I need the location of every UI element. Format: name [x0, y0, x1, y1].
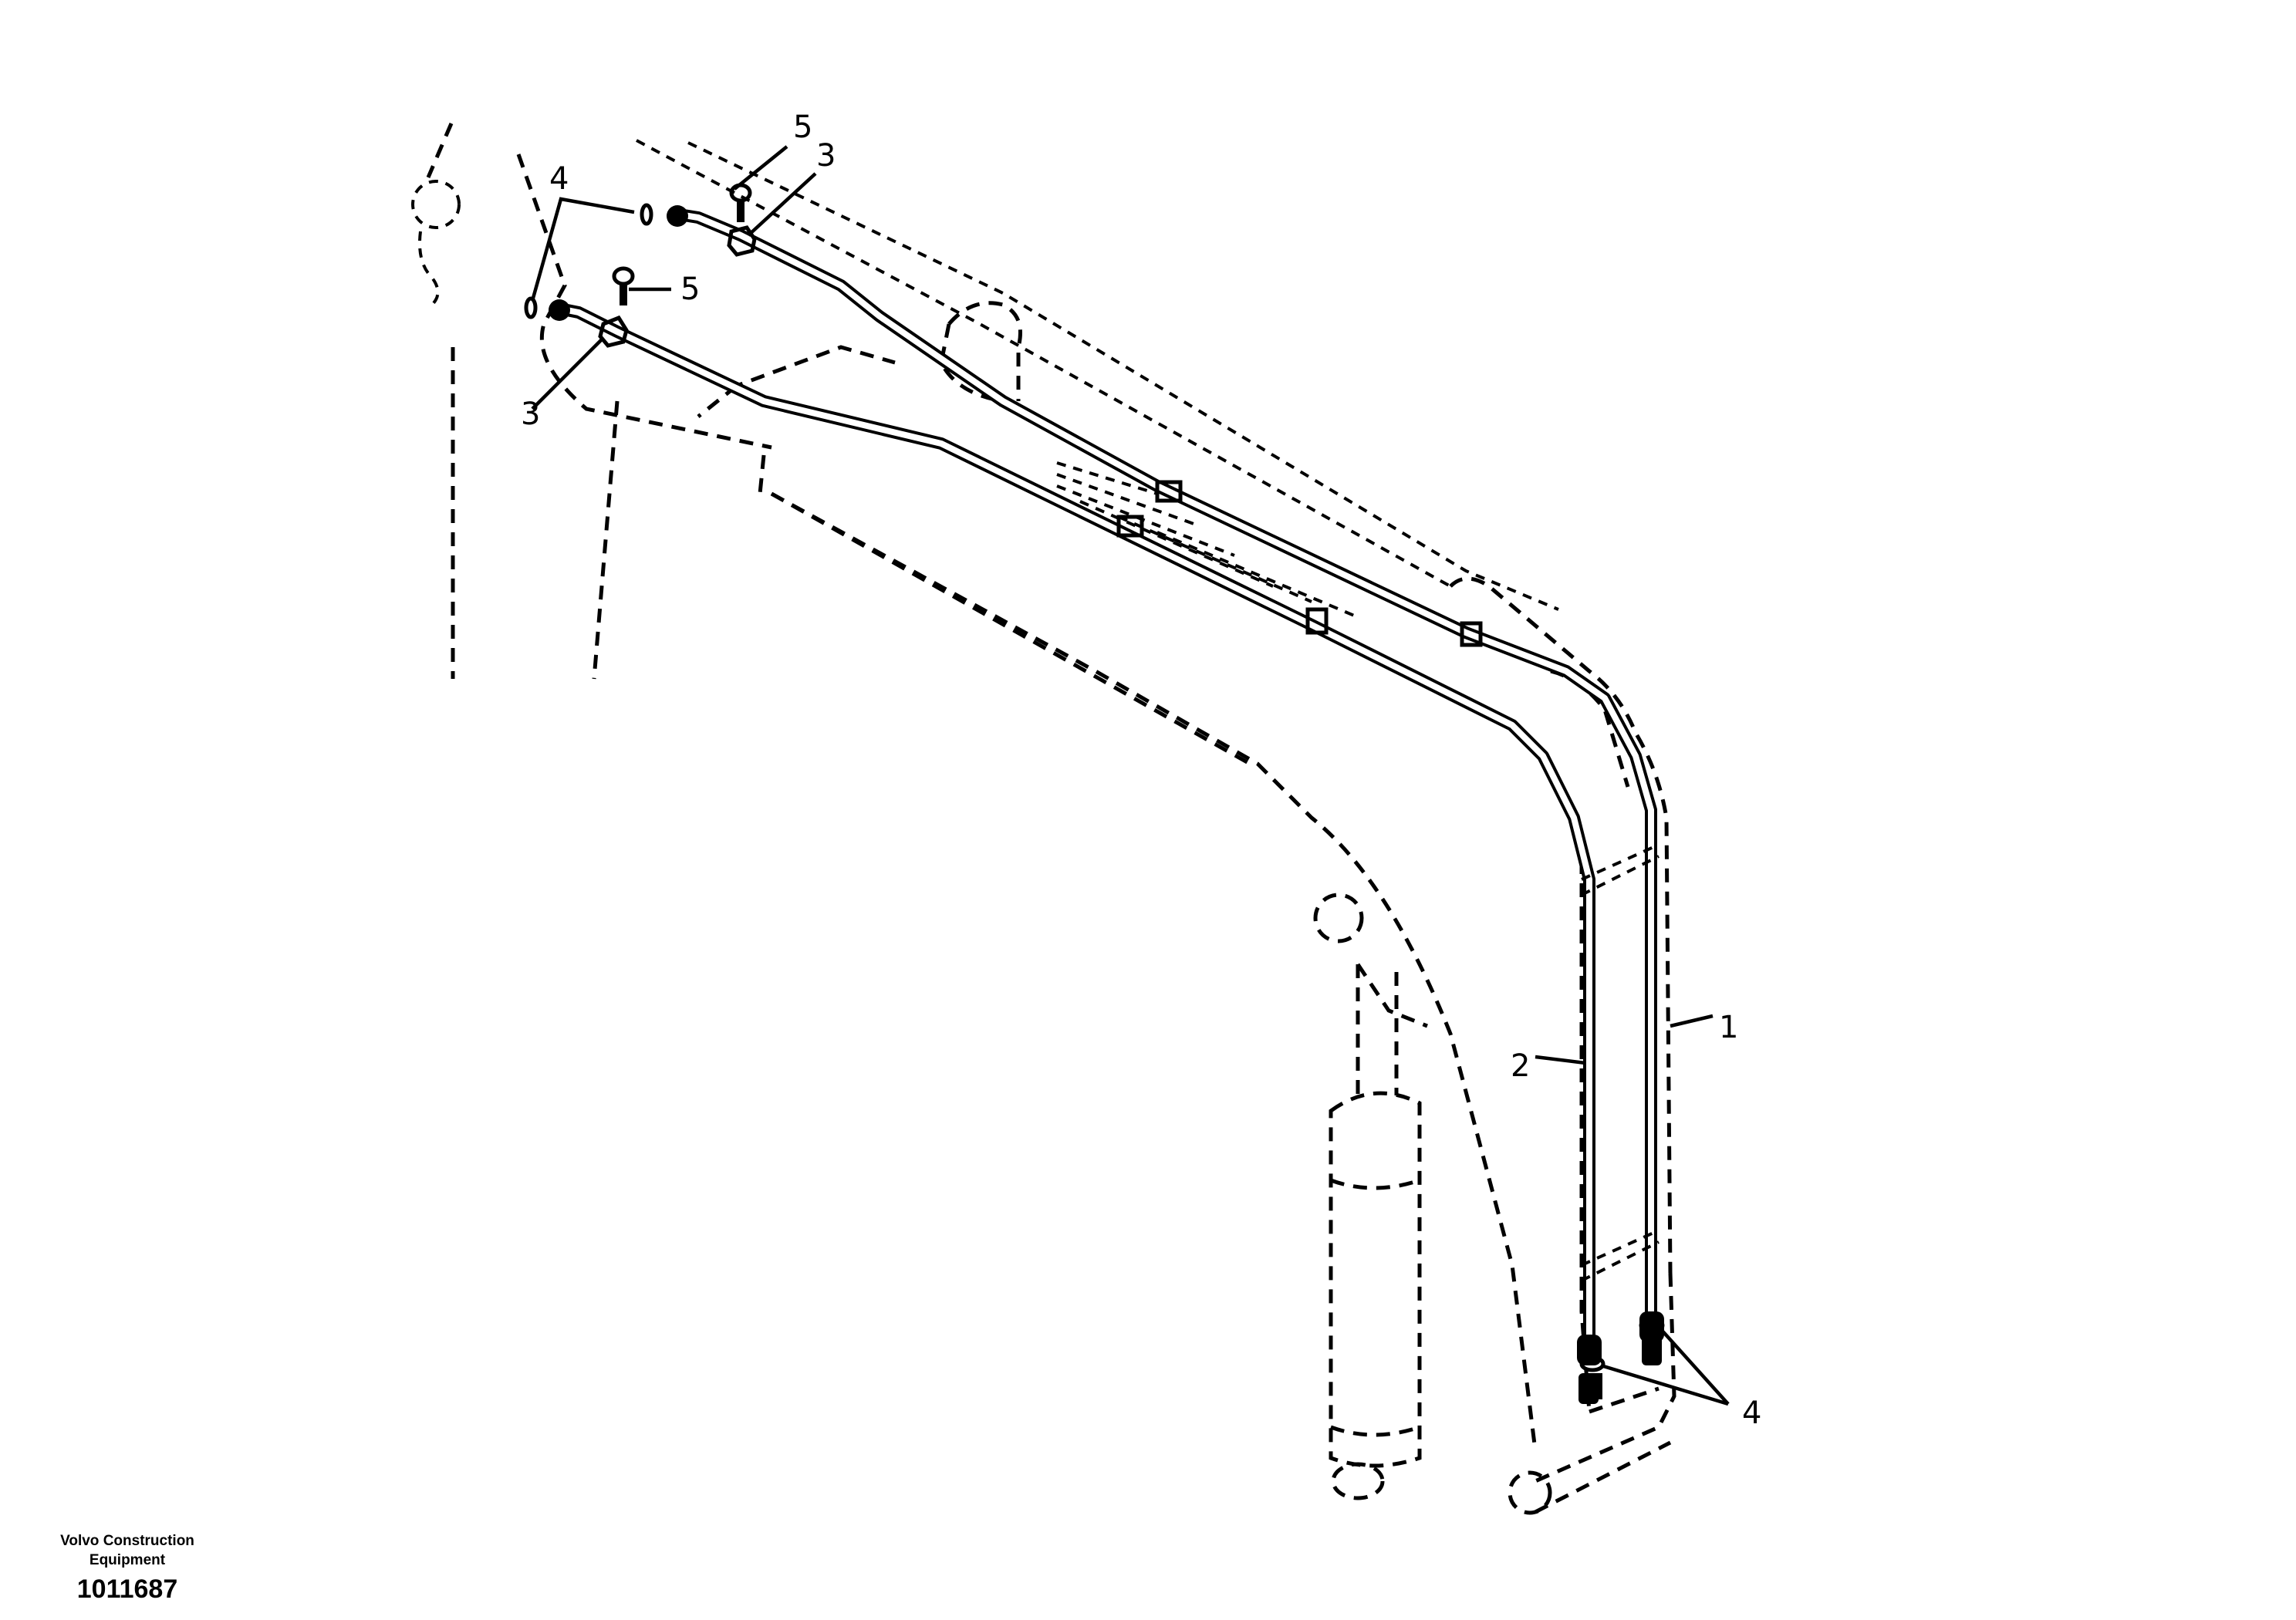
clamp-3-lower[interactable]	[598, 315, 629, 348]
callout-1: 1	[1719, 1010, 1738, 1045]
callout-3b: 3	[521, 397, 540, 432]
pipe-start-fittings	[524, 203, 688, 321]
company-name-line1: Volvo Construction	[60, 1533, 194, 1549]
part-number: 1011687	[76, 1574, 178, 1604]
mid-clamps	[1116, 480, 1660, 1282]
callout-2: 2	[1511, 1048, 1530, 1084]
pipe-2[interactable]	[553, 302, 1595, 1348]
o-ring	[1639, 1317, 1665, 1334]
bolt-5-lower[interactable]	[612, 266, 635, 305]
pipe-end-fittings	[1577, 1311, 1665, 1404]
callout-5a: 5	[793, 110, 812, 145]
callouts: 1 2 3 3 4 4 5 5	[521, 110, 1761, 1431]
company-name-line2: Equipment	[89, 1552, 166, 1568]
o-ring	[640, 203, 653, 226]
o-ring	[1579, 1355, 1606, 1372]
drawing-footer: Volvo Construction Equipment 1011687	[31, 1531, 224, 1605]
callout-5b: 5	[680, 272, 700, 307]
callout-3a: 3	[816, 138, 836, 174]
bolt-5-upper[interactable]	[729, 183, 752, 222]
leader-lines	[530, 145, 1730, 1406]
clamp-3-upper[interactable]	[727, 225, 757, 257]
pipe-1[interactable]	[673, 208, 1657, 1325]
callout-4b: 4	[1742, 1396, 1761, 1431]
o-ring	[524, 296, 538, 319]
callout-4a: 4	[549, 161, 569, 197]
